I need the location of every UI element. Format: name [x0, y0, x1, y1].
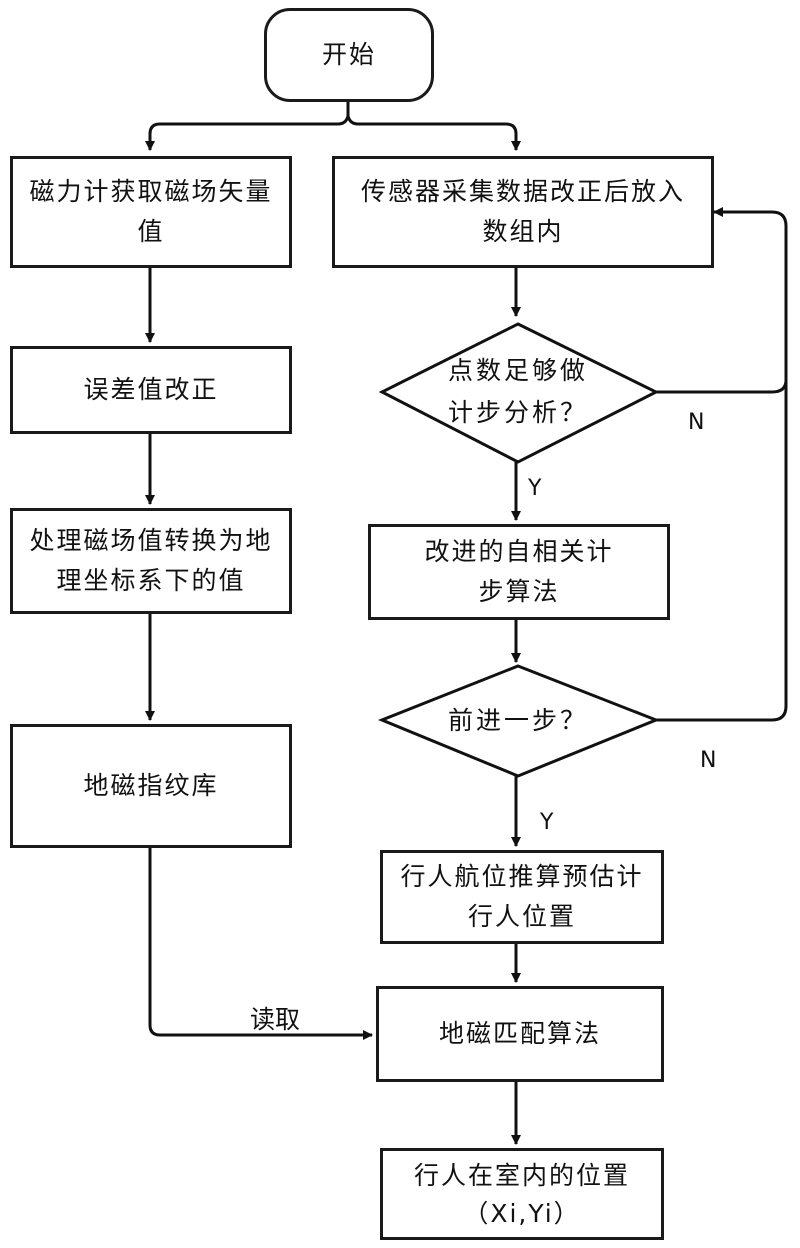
edge-label-y1: Y — [528, 476, 542, 501]
node-pdr-estimate: 行人航位推算预估计行人位置 — [380, 850, 664, 944]
edge-label-read: 读取 — [250, 1005, 301, 1034]
node-autocorr-step: 改进的自相关计步算法 — [368, 524, 670, 620]
node-sensor-collect-label: 传感器采集数据改正后放入数组内 — [360, 177, 685, 246]
node-error-correction: 误差值改正 — [10, 346, 292, 434]
node-error-correction-label: 误差值改正 — [83, 375, 219, 404]
node-coord-transform-label: 处理磁场值转换为地理坐标系下的值 — [29, 526, 273, 595]
node-indoor-position: 行人在室内的位置 （Xi,Yi） — [380, 1148, 664, 1240]
node-autocorr-step-label: 改进的自相关计步算法 — [424, 537, 614, 606]
node-sensor-collect: 传感器采集数据改正后放入数组内 — [332, 156, 714, 268]
node-start: 开始 — [264, 8, 434, 102]
node-geomag-match-label: 地磁匹配算法 — [438, 1019, 601, 1048]
node-start-label: 开始 — [321, 40, 376, 69]
edge-start-to-sensor-collect — [346, 100, 521, 151]
edge-label-n2: N — [700, 748, 717, 773]
edge-label-n1: N — [688, 410, 705, 435]
node-fingerprint-db: 地磁指纹库 — [10, 724, 292, 848]
edge-fingerprint-db-to-geomag-match — [148, 846, 373, 1040]
decision-step-forward-shape — [377, 664, 661, 778]
decision-enough-points-line2: 计步分析？ — [447, 398, 588, 427]
decision-enough-points-shape — [378, 322, 660, 464]
edge-enough-points-no — [656, 379, 788, 394]
edge-start-to-magnetometer — [145, 100, 350, 151]
edge-step-forward-no — [656, 207, 788, 722]
node-pdr-estimate-label: 行人航位推算预估计行人位置 — [400, 862, 644, 931]
node-magnetometer-label: 磁力计获取磁场矢量值 — [29, 177, 273, 246]
decision-step-forward-label: 前进一步？ — [447, 706, 588, 735]
node-indoor-position-line1: 行人在室内的位置 — [413, 1161, 630, 1190]
decision-enough-points: 点数足够做 计步分析？ — [418, 350, 618, 434]
decision-step-forward: 前进一步？ — [418, 700, 618, 742]
node-geomag-match: 地磁匹配算法 — [376, 986, 664, 1082]
node-indoor-position-line2: （Xi,Yi） — [463, 1199, 581, 1228]
node-magnetometer: 磁力计获取磁场矢量值 — [10, 156, 292, 268]
node-coord-transform: 处理磁场值转换为地理坐标系下的值 — [10, 508, 292, 614]
node-fingerprint-db-label: 地磁指纹库 — [83, 771, 219, 800]
decision-enough-points-line1: 点数足够做 — [447, 356, 588, 385]
edge-label-y2: Y — [540, 810, 554, 835]
